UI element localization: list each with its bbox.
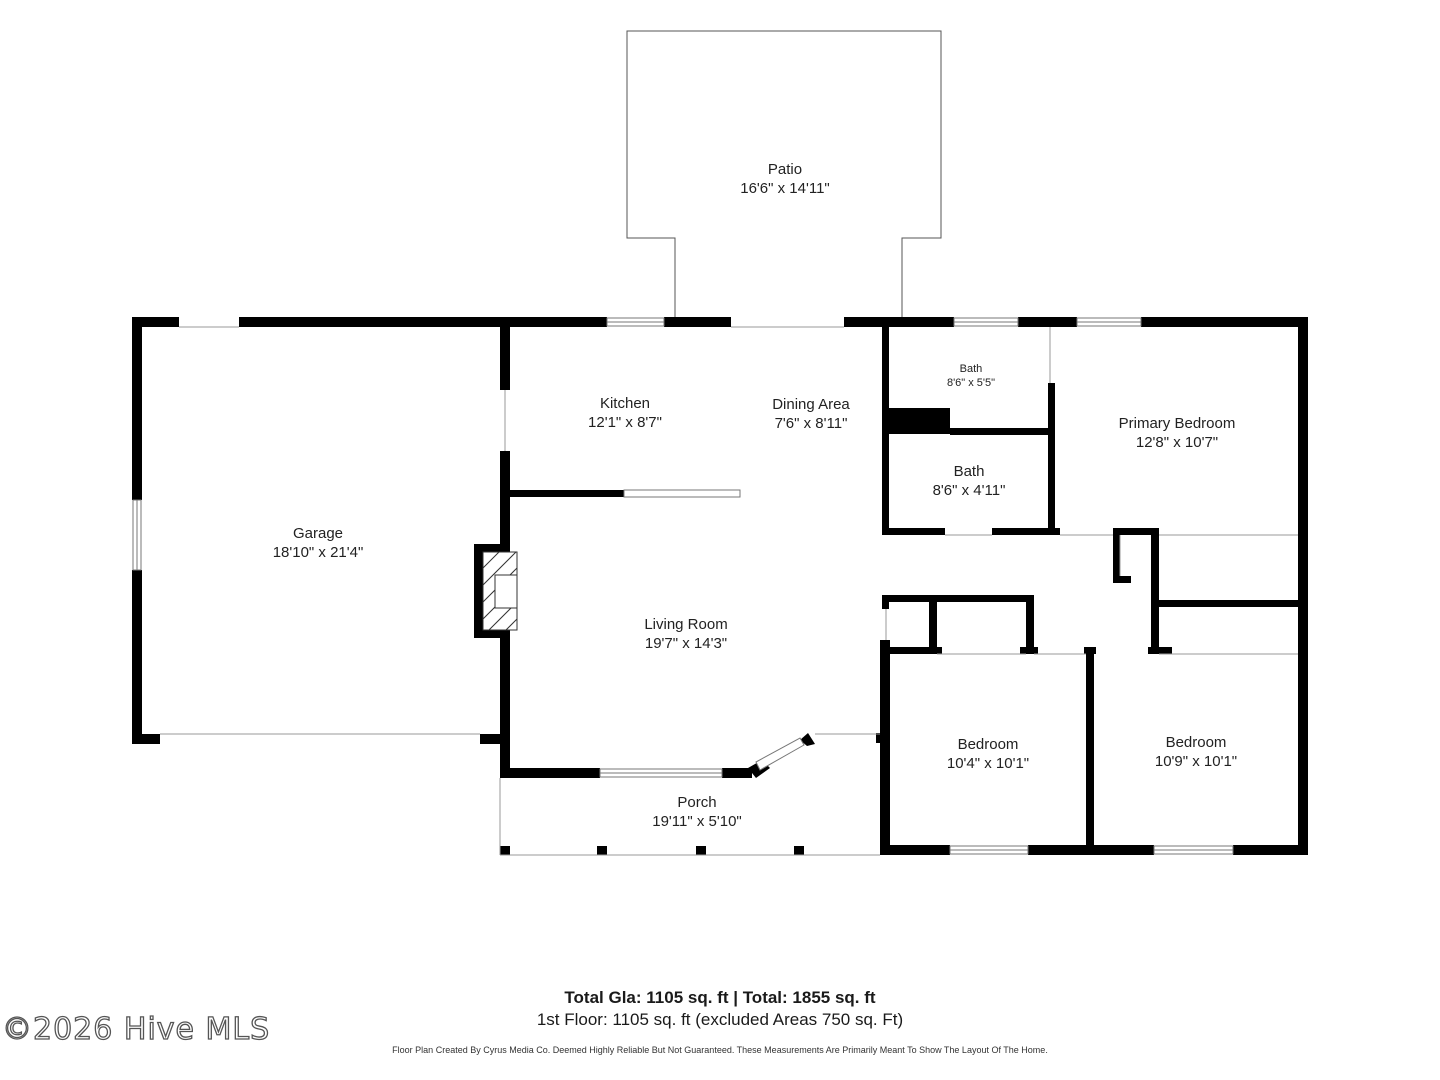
walls [132,317,1308,855]
bath1-dims: 8'6" x 5'5" [947,377,995,389]
primary-bedroom-dims: 12'8" x 10'7" [1136,434,1218,451]
bedroom2-dims: 10'9" x 10'1" [1155,753,1237,770]
dining-dims: 7'6" x 8'11" [775,415,848,432]
bedroom2-name: Bedroom [1166,734,1227,751]
patio-dims: 16'6" x 14'11" [740,180,830,197]
bath1-name: Bath [960,363,983,375]
garage-dims: 18'10" x 21'4" [273,544,364,561]
disclaimer: Floor Plan Created By Cyrus Media Co. De… [392,1045,1048,1055]
garage-name: Garage [293,525,343,542]
bath2-name: Bath [954,463,985,480]
floor-plan: Patio 16'6" x 14'11" Garage 18'10" x 21'… [132,30,1308,856]
bedroom1-dims: 10'4" x 10'1" [947,755,1029,772]
bath2-dims: 8'6" x 4'11" [933,482,1006,499]
patio-name: Patio [768,161,802,178]
fireplace [482,551,518,631]
dining-name: Dining Area [772,396,850,413]
area-totals: Total Gla: 1105 sq. ft | Total: 1855 sq.… [564,988,876,1007]
patio-outline [626,30,942,318]
thin-lines [160,326,1298,856]
watermark: ©2026 Hive MLS [1,1011,271,1047]
windows [132,317,1234,855]
primary-bedroom-name: Primary Bedroom [1119,415,1236,432]
kitchen-name: Kitchen [600,395,650,412]
bedroom1-name: Bedroom [958,736,1019,753]
porch-dims: 19'11" x 5'10" [652,813,742,830]
living-room-name: Living Room [644,616,727,633]
kitchen-dims: 12'1" x 8'7" [588,414,662,431]
porch-name: Porch [677,794,716,811]
living-room-dims: 19'7" x 14'3" [645,635,727,652]
floor-area: 1st Floor: 1105 sq. ft (excluded Areas 7… [536,1010,904,1029]
room-labels: Patio 16'6" x 14'11" Garage 18'10" x 21'… [273,161,1237,830]
